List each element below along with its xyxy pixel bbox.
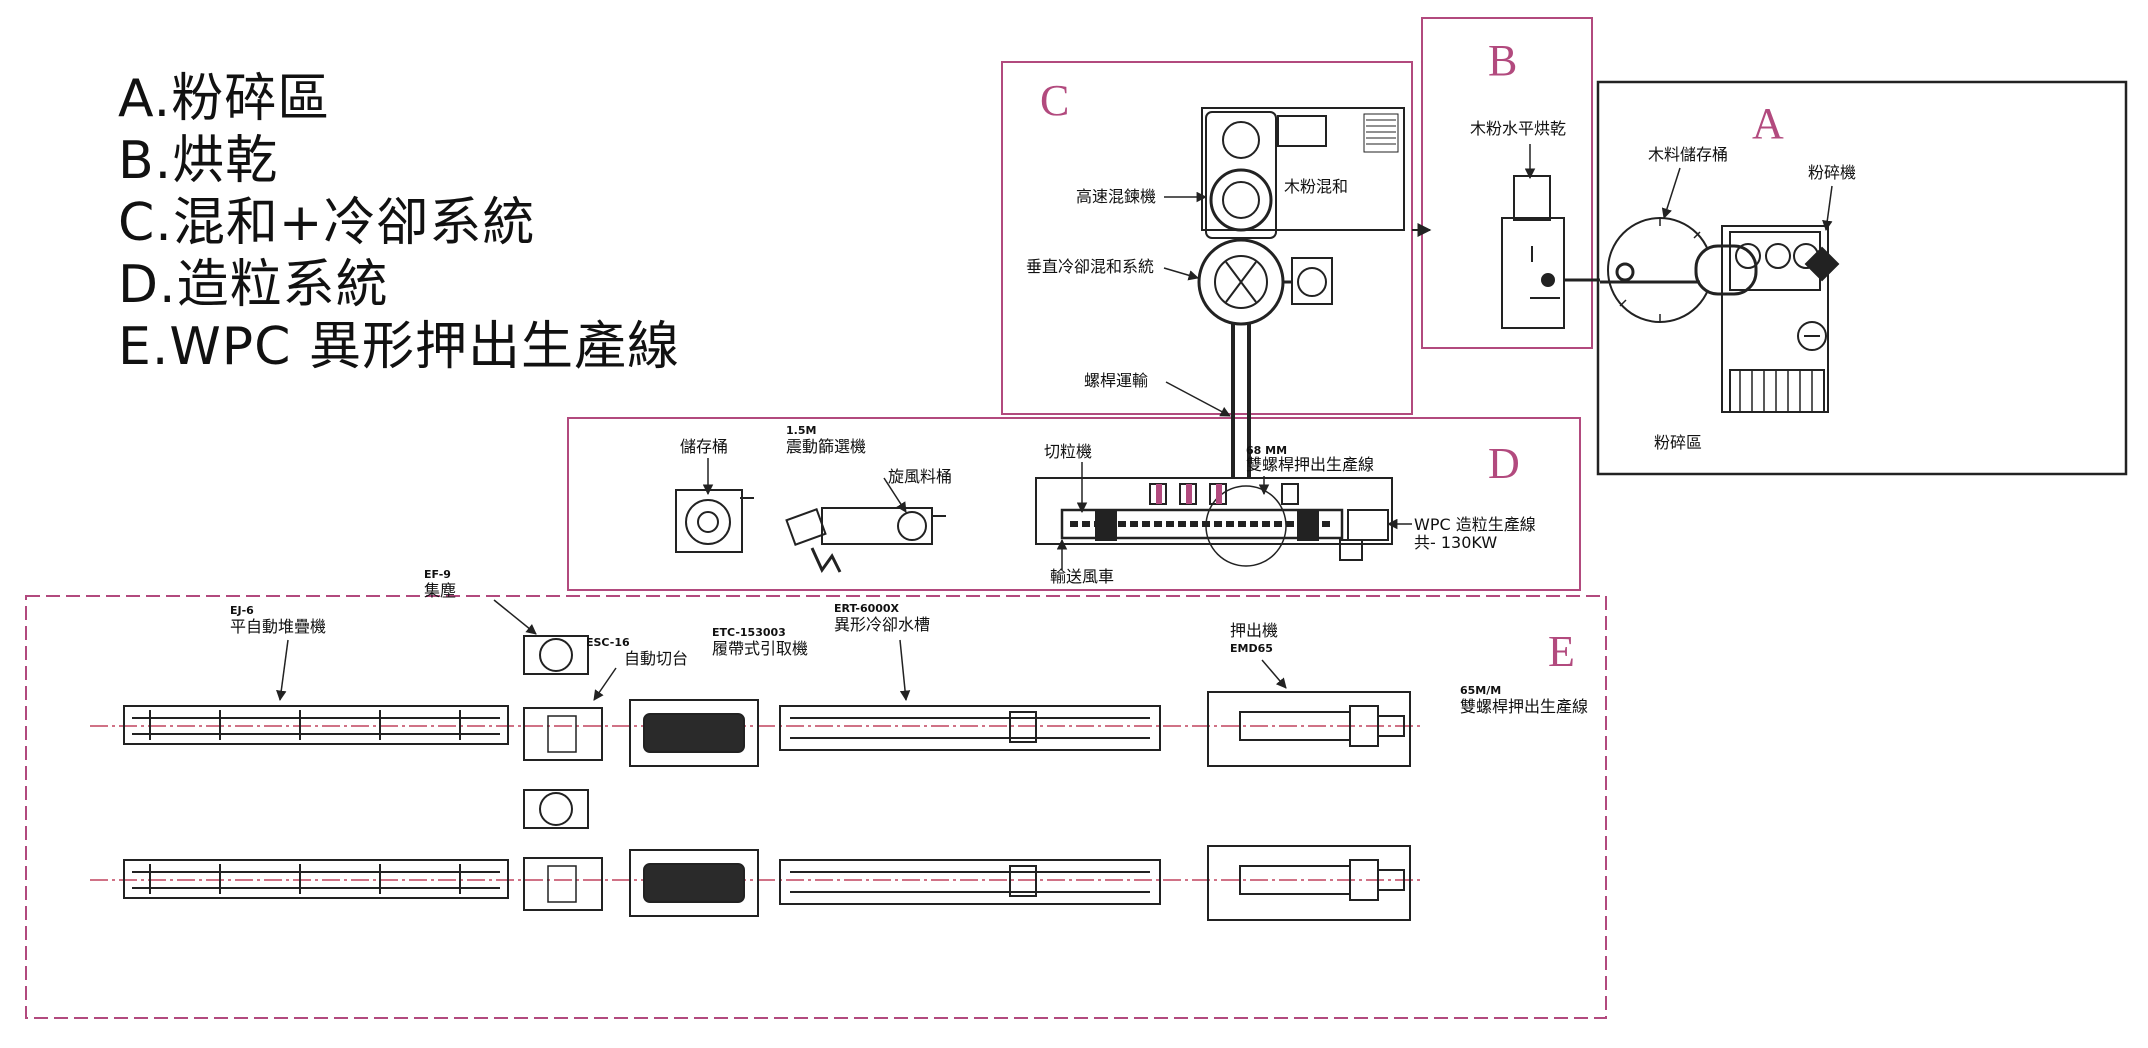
label-crush-area: 粉碎區	[1654, 433, 1702, 452]
legend: A.粉碎區 B.烘乾 C.混和+冷卻系統 D.造粒系統 E.WPC 異形押出生產…	[118, 68, 680, 378]
label-cutter-code: ESC-16	[586, 636, 630, 649]
label-vertical-cooler: 垂直冷卻混和系統	[1026, 257, 1154, 276]
caterpillar-haul-off	[629, 699, 759, 767]
dust-collector	[523, 635, 589, 675]
horizontal-dryer	[1501, 217, 1565, 329]
extruder-frame	[1035, 477, 1393, 545]
label-haul-name: 履帶式引取機	[712, 639, 808, 658]
label-extruder-code: EMD65	[1230, 642, 1273, 655]
stacker	[123, 705, 509, 745]
label-pellet-line: WPC 造粒生產線	[1414, 515, 1536, 534]
label-blower: 輸送風車	[1050, 567, 1114, 586]
zone-e-border	[25, 595, 1607, 1019]
label-power: 共- 130KW	[1414, 533, 1497, 552]
extruder	[1207, 691, 1411, 767]
label-tank-code: ERT-6000X	[834, 602, 900, 615]
production-line-1	[123, 635, 1411, 767]
zone-b-equipment	[1501, 175, 1600, 329]
zone-a-equipment	[1600, 217, 1840, 413]
label-screen-size: 1.5M	[786, 424, 816, 437]
label-wood-storage: 木料儲存桶	[1648, 145, 1728, 164]
label-tank-name: 異形冷卻水槽	[834, 615, 930, 634]
zone-b-border	[1421, 17, 1593, 349]
label-stacker-code: EJ-6	[230, 604, 254, 617]
zone-c-equipment	[1197, 107, 1405, 478]
label-line-code: 65M/M	[1460, 684, 1501, 697]
high-speed-mixer	[1205, 111, 1277, 239]
label-dust-name: 集塵	[424, 581, 456, 600]
label-dryer: 木粉水平烘乾	[1470, 119, 1566, 138]
legend-item-a: A.粉碎區	[118, 69, 331, 129]
legend-item-e: E.WPC 異形押出生產線	[118, 317, 680, 377]
zone-d-letter: D	[1488, 439, 1520, 488]
mixer-frame	[1201, 107, 1405, 231]
label-vibrating-screen: 震動篩選機	[786, 437, 866, 456]
legend-item-d: D.造粒系統	[118, 255, 389, 315]
zone-d-equipment	[675, 477, 1393, 573]
zone-a-letter: A	[1752, 99, 1784, 148]
label-dust-code: EF-9	[424, 568, 451, 581]
legend-item-c: C.混和+冷卻系統	[118, 193, 536, 253]
label-haul-code: ETC-153003	[712, 626, 786, 639]
label-pelletizer: 切粒機	[1044, 442, 1092, 461]
label-extruder-size: 68 MM	[1246, 444, 1287, 457]
label-twin-screw-line: 雙螺桿押出生產線	[1246, 455, 1374, 474]
extruder-barrel	[1060, 508, 1344, 540]
zone-c-letter: C	[1040, 76, 1069, 125]
zone-c-border	[1001, 61, 1413, 415]
zone-a-border	[1596, 80, 2128, 476]
label-cyclone-hopper: 旋風料桶	[888, 467, 952, 486]
label-stacker-name: 平自動堆疊機	[230, 617, 326, 636]
label-cutter-name: 自動切台	[624, 649, 688, 668]
label-crusher: 粉碎機	[1808, 163, 1856, 182]
production-line-2	[123, 789, 1411, 921]
legend-item-b: B.烘乾	[118, 131, 279, 191]
label-extruder-name: 押出機	[1230, 621, 1278, 640]
label-wood-mixing: 木粉混和	[1284, 177, 1348, 196]
cooling-tank	[779, 705, 1161, 751]
label-line-name: 雙螺桿押出生產線	[1460, 697, 1588, 716]
vibrating-screen	[785, 507, 946, 573]
zone-d-border	[567, 417, 1581, 591]
line-centerlines	[90, 725, 1420, 881]
label-high-speed-mixer: 高速混鍊機	[1076, 187, 1156, 206]
label-storage-bin: 儲存桶	[680, 437, 728, 456]
zone-e-letter: E	[1548, 627, 1575, 676]
zone-b-letter: B	[1488, 36, 1517, 85]
auto-cutter	[523, 707, 603, 761]
label-screw-conveyor: 螺桿運輸	[1084, 371, 1148, 390]
